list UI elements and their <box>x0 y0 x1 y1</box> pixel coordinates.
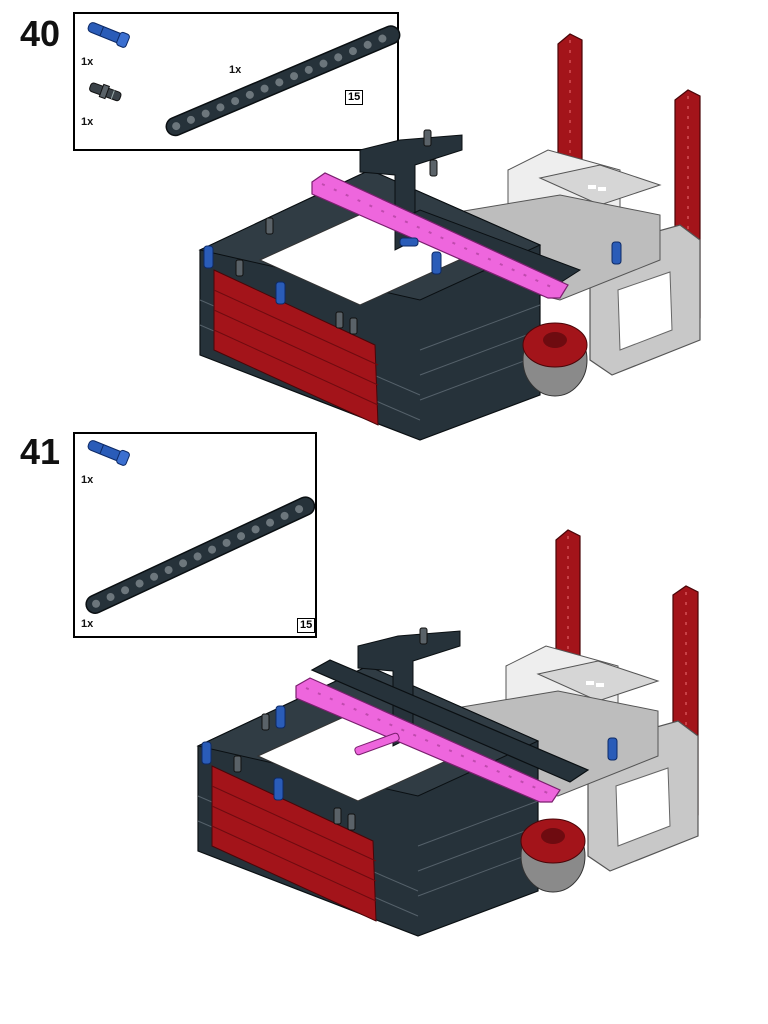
dark-cross-beam <box>310 659 590 783</box>
blue-axle-pin-icon <box>87 440 130 466</box>
blue-pin <box>203 237 622 305</box>
part-qty: 1x <box>81 618 94 630</box>
model-render-step-41 <box>196 529 699 937</box>
dark-axle-pin-icon <box>89 82 122 102</box>
dark-beam-15-icon <box>165 25 401 137</box>
dark-beam-15-icon <box>85 496 316 614</box>
step-number-40: 40 <box>20 13 61 54</box>
red-wheel <box>520 818 586 893</box>
beam-length-badge: 15 <box>345 90 364 105</box>
part-qty: 1x <box>229 64 242 76</box>
dark-pin <box>233 627 428 831</box>
blue-axle-pin-icon <box>87 22 130 48</box>
step-number-41: 41 <box>20 431 61 472</box>
parts-callout-step-41: 1x 1x 15 <box>73 432 317 638</box>
magenta-axle <box>354 732 400 756</box>
model-render-step-40 <box>198 33 701 441</box>
dark-pin <box>235 129 438 335</box>
beam-length-badge: 15 <box>297 618 316 633</box>
magenta-beam <box>311 172 569 299</box>
red-side-panel <box>211 765 377 922</box>
part-qty: 1x <box>81 116 94 128</box>
part-qty: 1x <box>81 474 94 486</box>
red-side-panel <box>213 269 379 426</box>
magenta-beam <box>295 677 561 803</box>
blue-pin <box>201 705 618 801</box>
part-qty: 1x <box>81 56 94 68</box>
red-wheel <box>522 322 588 397</box>
parts-callout-step-40: 1x 1x 1x 15 <box>73 12 401 151</box>
